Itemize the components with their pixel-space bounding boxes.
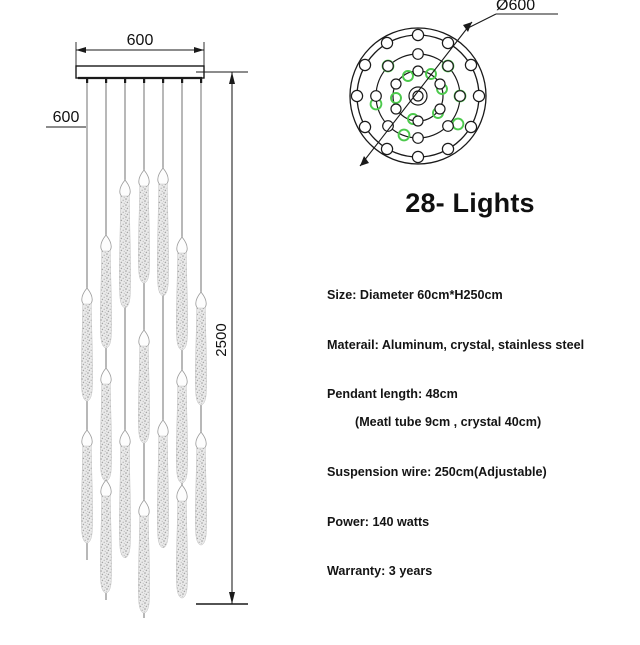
side-dimension-label: 600 bbox=[53, 109, 80, 126]
lights-count-heading: 28- Lights bbox=[405, 188, 535, 218]
pendant bbox=[100, 479, 112, 594]
wire-sockets bbox=[86, 78, 203, 83]
pendant bbox=[195, 431, 207, 546]
pendant bbox=[81, 287, 93, 402]
diameter-leader bbox=[359, 13, 558, 167]
pendant bbox=[176, 369, 188, 484]
elevation-drawing: 600 600 bbox=[0, 0, 300, 640]
spec-power: Power: 140 watts bbox=[327, 514, 430, 529]
pendant bbox=[157, 419, 169, 548]
plan-view-drawing: Ø600 bbox=[300, 0, 640, 240]
diameter-label: Ø600 bbox=[496, 0, 535, 14]
pendant bbox=[119, 429, 131, 558]
ring-4 bbox=[408, 86, 428, 106]
crystal-pendants bbox=[81, 167, 207, 614]
spec-pendant-detail: (Meatl tube 9cm , crystal 40cm) bbox=[355, 415, 542, 430]
plan-light-markers bbox=[350, 28, 486, 164]
pendant bbox=[100, 234, 112, 349]
pendant bbox=[138, 169, 150, 284]
pendant bbox=[157, 167, 169, 296]
pendant bbox=[119, 179, 131, 308]
pendant bbox=[195, 291, 207, 406]
pendant bbox=[100, 367, 112, 482]
spec-material: Materail: Aluminum, crystal, stainless s… bbox=[327, 337, 585, 352]
spec-warranty: Warranty: 3 years bbox=[327, 564, 433, 579]
pendant bbox=[176, 484, 188, 599]
top-dimension-label: 600 bbox=[127, 32, 154, 49]
spec-suspension: Suspension wire: 250cm(Adjustable) bbox=[327, 464, 547, 479]
pendant bbox=[138, 499, 150, 614]
pendant bbox=[81, 429, 93, 544]
spec-pendant-length: Pendant length: 48cm bbox=[327, 387, 458, 402]
elevation-svg: 600 600 bbox=[46, 32, 248, 618]
specification-list: Size: Diameter 60cm*H250cm Materail: Alu… bbox=[327, 288, 627, 580]
pendant bbox=[176, 236, 188, 351]
pendant bbox=[138, 329, 150, 444]
ring-outer-edge bbox=[349, 27, 487, 165]
spec-size: Size: Diameter 60cm*H250cm bbox=[327, 288, 503, 302]
height-dimension-label: 2500 bbox=[213, 323, 230, 356]
plan-svg: Ø600 bbox=[349, 0, 558, 167]
ceiling-plate bbox=[75, 65, 205, 80]
